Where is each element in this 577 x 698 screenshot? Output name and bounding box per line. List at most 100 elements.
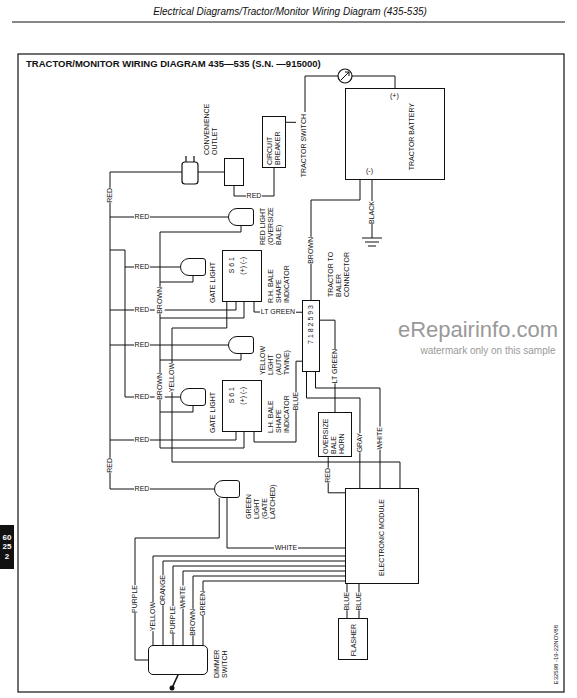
wire (203, 581, 345, 645)
page-header: Electrical Diagrams/Tractor/Monitor Wiri… (149, 6, 431, 17)
red-bus-wire (110, 172, 224, 489)
component-label: CONVENIENCE OUTLET (203, 105, 219, 155)
wire (135, 498, 219, 660)
gate-lamp: GATE LIGHT (180, 388, 206, 406)
convenience-outlet: CONVENIENCE OUTLET (224, 158, 244, 186)
wire-color: YELLOW (148, 602, 158, 631)
tractor-switch: TRACTOR SWITCH (296, 112, 314, 181)
circuit-breaker: CIRCUIT BREAKER (262, 116, 286, 168)
figure-code: E32598 -19-22NOV88 (552, 625, 561, 684)
pin-label: (-) (366, 167, 373, 175)
component-label: GREEN LIGHT (GATE LATCHED) (245, 479, 277, 519)
wire-color: RED (134, 341, 151, 349)
pin-label: S 6 1 (228, 387, 236, 403)
component-label: L.H. BALE SHAPE INDICATOR (267, 381, 291, 433)
wire (153, 556, 345, 645)
wire-color: BLUE (291, 392, 301, 410)
wire-color: WHITE (274, 544, 299, 552)
header-rule (12, 22, 565, 23)
wire-color: RED (134, 263, 151, 271)
wire-color: RED (134, 436, 151, 444)
component-label: DIMMER SWITCH (213, 646, 229, 678)
pin-label: (+) (390, 92, 399, 100)
component-label: GATE LIGHT (209, 257, 217, 303)
wire-color: BLUE (354, 592, 364, 610)
pin-label: (+) (-) (239, 257, 247, 275)
flasher-box: FLASHER (338, 618, 368, 660)
component-label: TRACTOR BATTERY (408, 103, 416, 170)
battery-box: TRACTOR BATTERY (+) (-) (345, 88, 445, 180)
wire-color: BROWN (155, 287, 165, 314)
wire-color: LT GREEN (330, 349, 340, 383)
wire-color: BROWN (155, 373, 165, 400)
component-label: TRACTOR TO BALER CONNECTOR (327, 243, 351, 297)
wire (163, 561, 345, 645)
dimmer-knob (170, 686, 175, 691)
wire-color: RED (134, 213, 151, 221)
wire-color: RED (105, 188, 115, 203)
wire-color: RED (105, 458, 115, 473)
component-label: TRACTOR SWITCH (300, 114, 308, 177)
watermark: watermark only on this sample (419, 345, 556, 356)
wire (316, 372, 381, 488)
frame (18, 54, 564, 692)
wire-color: PURPLE (168, 606, 178, 634)
indicator-lamp: RED LIGHT (OVERSIZE BALE) (228, 208, 254, 226)
wire-color: LT GREEN (260, 308, 296, 316)
wire-color: PURPLE (130, 585, 140, 613)
wire-color: ORANGE (158, 575, 168, 605)
diagram-title: TRACTOR/MONITOR WIRING DIAGRAM 435—535 (… (26, 58, 321, 69)
component-label: FLASHER (350, 624, 358, 656)
wire (311, 180, 360, 300)
wire-color: YELLOW (167, 363, 177, 392)
wire-color: GREEN (198, 591, 208, 616)
wire (172, 302, 400, 488)
wire-color: BLACK (367, 201, 377, 224)
watermark: eRepairinfo.com (397, 318, 559, 342)
wire-color: RED (134, 485, 151, 493)
wire (193, 576, 345, 645)
wire-color: WHITE (178, 586, 188, 609)
horn-box: OVERSIZE BALE HORN (318, 412, 352, 457)
key-switch-arrow (341, 72, 349, 80)
red-bus-wire (110, 250, 125, 397)
bale-shape-indicator: R.H. BALE SHAPE INDICATORS 6 1(+) (-) (222, 250, 262, 302)
component-label: CIRCUIT BREAKER (266, 121, 282, 165)
indicator-lamp: YELLOW LIGHT (AUTO TWINE) (228, 336, 254, 354)
wire (307, 372, 361, 488)
wire-color: RED (134, 393, 151, 401)
component-label: GATE LIGHT (209, 387, 217, 433)
component-label: OVERSIZE BALE HORN (322, 416, 346, 454)
indicator-lamp: GREEN LIGHT (GATE LATCHED) (214, 480, 240, 498)
electronic-module: ELECTRONIC MODULE (345, 488, 419, 584)
wire-color: BROWN (306, 237, 316, 264)
component-label: YELLOW LIGHT (AUTO TWINE) (259, 335, 291, 375)
gate-lamp: GATE LIGHT (180, 258, 206, 276)
section-number: 60 25 2 (0, 533, 14, 562)
wire-color: GRAY (355, 433, 365, 452)
wire (173, 566, 345, 645)
wire-color: RED (134, 306, 151, 314)
pin-label: S 6 1 (228, 257, 236, 273)
plug-prongs (186, 156, 194, 162)
wire (183, 571, 345, 645)
component-label: R.H. BALE SHAPE INDICATOR (267, 251, 291, 303)
wire-color: BROWN (188, 609, 198, 636)
wire-color: RED (246, 192, 263, 200)
wire-color: RED (323, 468, 333, 483)
section-tab (0, 525, 14, 569)
bale-shape-indicator: L.H. BALE SHAPE INDICATORS 6 1(+) (-) (222, 380, 262, 432)
ground-wire (362, 180, 382, 246)
dimmer-switch: DIMMER SWITCH (148, 645, 208, 675)
wire-color: BLUE (342, 592, 352, 610)
wire (286, 122, 296, 123)
component-label: 7 1 8 2 5 9 3 (307, 305, 315, 344)
component-label: ELECTRONIC MODULE (378, 499, 386, 576)
wire-color: WHITE (375, 427, 385, 450)
wire (227, 498, 345, 548)
pin-label: (+) (-) (239, 387, 247, 405)
key-switch-symbol (338, 69, 352, 83)
component-label: RED LIGHT (OVERSIZE BALE) (259, 205, 283, 245)
baler-connector: TRACTOR TO BALER CONNECTOR7 1 8 2 5 9 3 (302, 300, 320, 372)
outlet-plug (182, 162, 198, 184)
